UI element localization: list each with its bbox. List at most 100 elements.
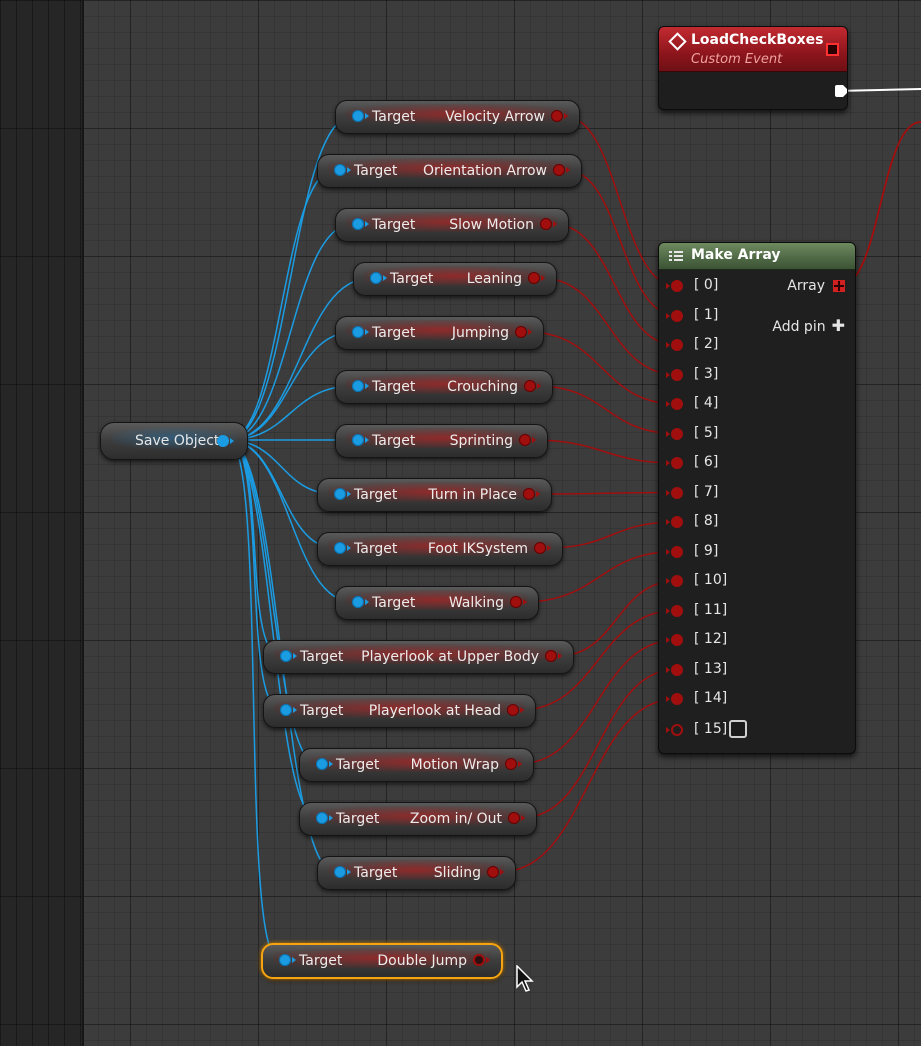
variable-node[interactable]: Target Turn in Place	[317, 478, 552, 512]
bool-out-pin[interactable]	[524, 380, 541, 392]
bool-in-pin-icon[interactable]	[666, 604, 683, 617]
bool-out-pin[interactable]	[540, 218, 557, 230]
variable-node[interactable]: Target Zoom in/ Out	[299, 802, 537, 836]
bool-wire[interactable]	[520, 668, 677, 819]
bool-in-pin-icon[interactable]	[666, 693, 683, 705]
target-in-pin[interactable]	[334, 164, 351, 176]
array-index-label: [ 13]	[694, 660, 728, 677]
bool-in-pin-icon[interactable]	[666, 280, 683, 292]
bool-out-pin[interactable]	[515, 326, 532, 338]
target-in-pin[interactable]	[352, 434, 369, 446]
bool-out-pin[interactable]	[523, 488, 540, 500]
target-in-pin[interactable]	[316, 812, 333, 824]
bool-in-pin-icon[interactable]	[666, 486, 683, 499]
variable-node[interactable]: Target Walking	[335, 586, 539, 620]
add-pin-button[interactable]: Add pin ✚	[772, 316, 845, 335]
variable-node[interactable]: Target Sliding	[317, 856, 516, 890]
node-tint	[346, 104, 569, 124]
node-tint	[111, 427, 237, 449]
object-wire[interactable]	[227, 439, 354, 603]
target-in-pin[interactable]	[334, 542, 351, 554]
bool-in-pin-icon[interactable]	[666, 398, 683, 410]
target-in-pin[interactable]	[334, 866, 351, 878]
variable-node[interactable]: Target Playerlook at Upper Body	[263, 640, 574, 674]
variable-node[interactable]: Target Foot IKSystem	[317, 532, 563, 566]
add-pin-label: Add pin	[772, 319, 826, 335]
target-in-pin[interactable]	[370, 272, 387, 284]
bool-out-pin[interactable]	[534, 542, 551, 554]
default-value-checkbox[interactable]	[729, 720, 747, 738]
bool-out-pin[interactable]	[545, 650, 562, 662]
bool-wire[interactable]	[540, 277, 677, 376]
event-title: LoadCheckBoxes	[691, 32, 824, 48]
bool-out-pin[interactable]	[487, 866, 504, 878]
bool-out-pin[interactable]	[510, 596, 527, 608]
save-object-node[interactable]: Save Object	[100, 422, 248, 460]
target-in-pin[interactable]	[279, 954, 296, 966]
bool-wire[interactable]	[546, 521, 677, 549]
target-label: Target	[390, 271, 434, 287]
target-in-pin[interactable]	[352, 218, 369, 230]
object-wire[interactable]	[227, 439, 282, 657]
variable-node[interactable]: Target Orientation Arrow	[317, 154, 582, 188]
variable-node[interactable]: Target Velocity Arrow	[335, 100, 580, 134]
delegate-pin-icon[interactable]	[826, 43, 839, 56]
variable-node[interactable]: Target Jumping	[335, 316, 544, 350]
target-in-pin[interactable]	[352, 326, 369, 338]
bool-in-pin-icon[interactable]	[666, 309, 683, 322]
variable-name: Zoom in/ Out	[409, 811, 502, 827]
bool-in-pin-icon[interactable]	[666, 339, 683, 351]
bool-out-pin[interactable]	[553, 164, 570, 176]
exec-wire[interactable]	[835, 88, 921, 92]
save-object-label: Save Object	[135, 433, 220, 449]
target-in-pin[interactable]	[352, 596, 369, 608]
variable-name: Foot IKSystem	[427, 541, 528, 557]
variable-name: Jumping	[451, 325, 509, 341]
variable-node[interactable]: Target Double Jump	[261, 943, 503, 979]
variable-node[interactable]: Target Crouching	[335, 370, 553, 404]
target-in-pin[interactable]	[280, 650, 297, 662]
custom-event-node[interactable]: LoadCheckBoxes Custom Event	[658, 26, 848, 110]
target-in-pin[interactable]	[280, 704, 297, 716]
target-in-pin[interactable]	[352, 380, 369, 392]
bool-out-pin[interactable]	[507, 704, 524, 716]
variable-node[interactable]: Target Sprinting	[335, 424, 548, 458]
node-tint	[274, 644, 563, 664]
target-in-pin[interactable]	[316, 758, 333, 770]
event-diamond-icon	[668, 32, 687, 51]
bool-out-pin[interactable]	[528, 272, 545, 284]
bool-wire[interactable]	[535, 491, 677, 495]
plus-icon: ✚	[831, 316, 845, 335]
bool-out-pin[interactable]	[551, 110, 568, 122]
bool-wire[interactable]	[531, 439, 677, 464]
target-in-pin[interactable]	[334, 488, 351, 500]
bool-out-pin[interactable]	[473, 954, 490, 966]
bool-in-pin-icon[interactable]	[666, 724, 683, 736]
array-index-label: [ 12]	[694, 631, 728, 647]
bool-in-pin-icon[interactable]	[666, 575, 683, 587]
bool-out-pin[interactable]	[508, 812, 525, 824]
target-in-pin[interactable]	[352, 110, 369, 122]
variable-node[interactable]: Target Leaning	[353, 262, 557, 296]
bool-in-pin-icon[interactable]	[666, 427, 683, 440]
array-index-label: [ 10]	[694, 572, 728, 588]
bool-in-pin-icon[interactable]	[666, 634, 683, 646]
object-wire[interactable]	[227, 277, 372, 441]
bool-out-pin[interactable]	[505, 758, 522, 770]
variable-node[interactable]: Target Slow Motion	[335, 208, 569, 242]
mouse-cursor-icon	[516, 965, 534, 992]
object-out-pin[interactable]	[217, 435, 234, 447]
bool-wire[interactable]	[536, 385, 677, 435]
bool-out-pin[interactable]	[519, 434, 536, 446]
array-out-pin-icon[interactable]	[833, 280, 845, 292]
bool-in-pin-icon[interactable]	[666, 368, 683, 381]
bool-in-pin-icon[interactable]	[666, 545, 683, 558]
bool-in-pin-icon[interactable]	[666, 516, 683, 528]
object-wire[interactable]	[227, 169, 336, 441]
bool-in-pin-icon[interactable]	[666, 663, 683, 676]
variable-node[interactable]: Target Motion Wrap	[299, 748, 534, 782]
variable-node[interactable]: Target Playerlook at Head	[263, 694, 536, 728]
variable-name: Walking	[448, 595, 504, 611]
bool-in-pin-icon[interactable]	[666, 457, 683, 469]
make-array-node[interactable]: Make Array Array Add pin✚ [ 0] [ 1] [ 2]…	[658, 242, 856, 754]
